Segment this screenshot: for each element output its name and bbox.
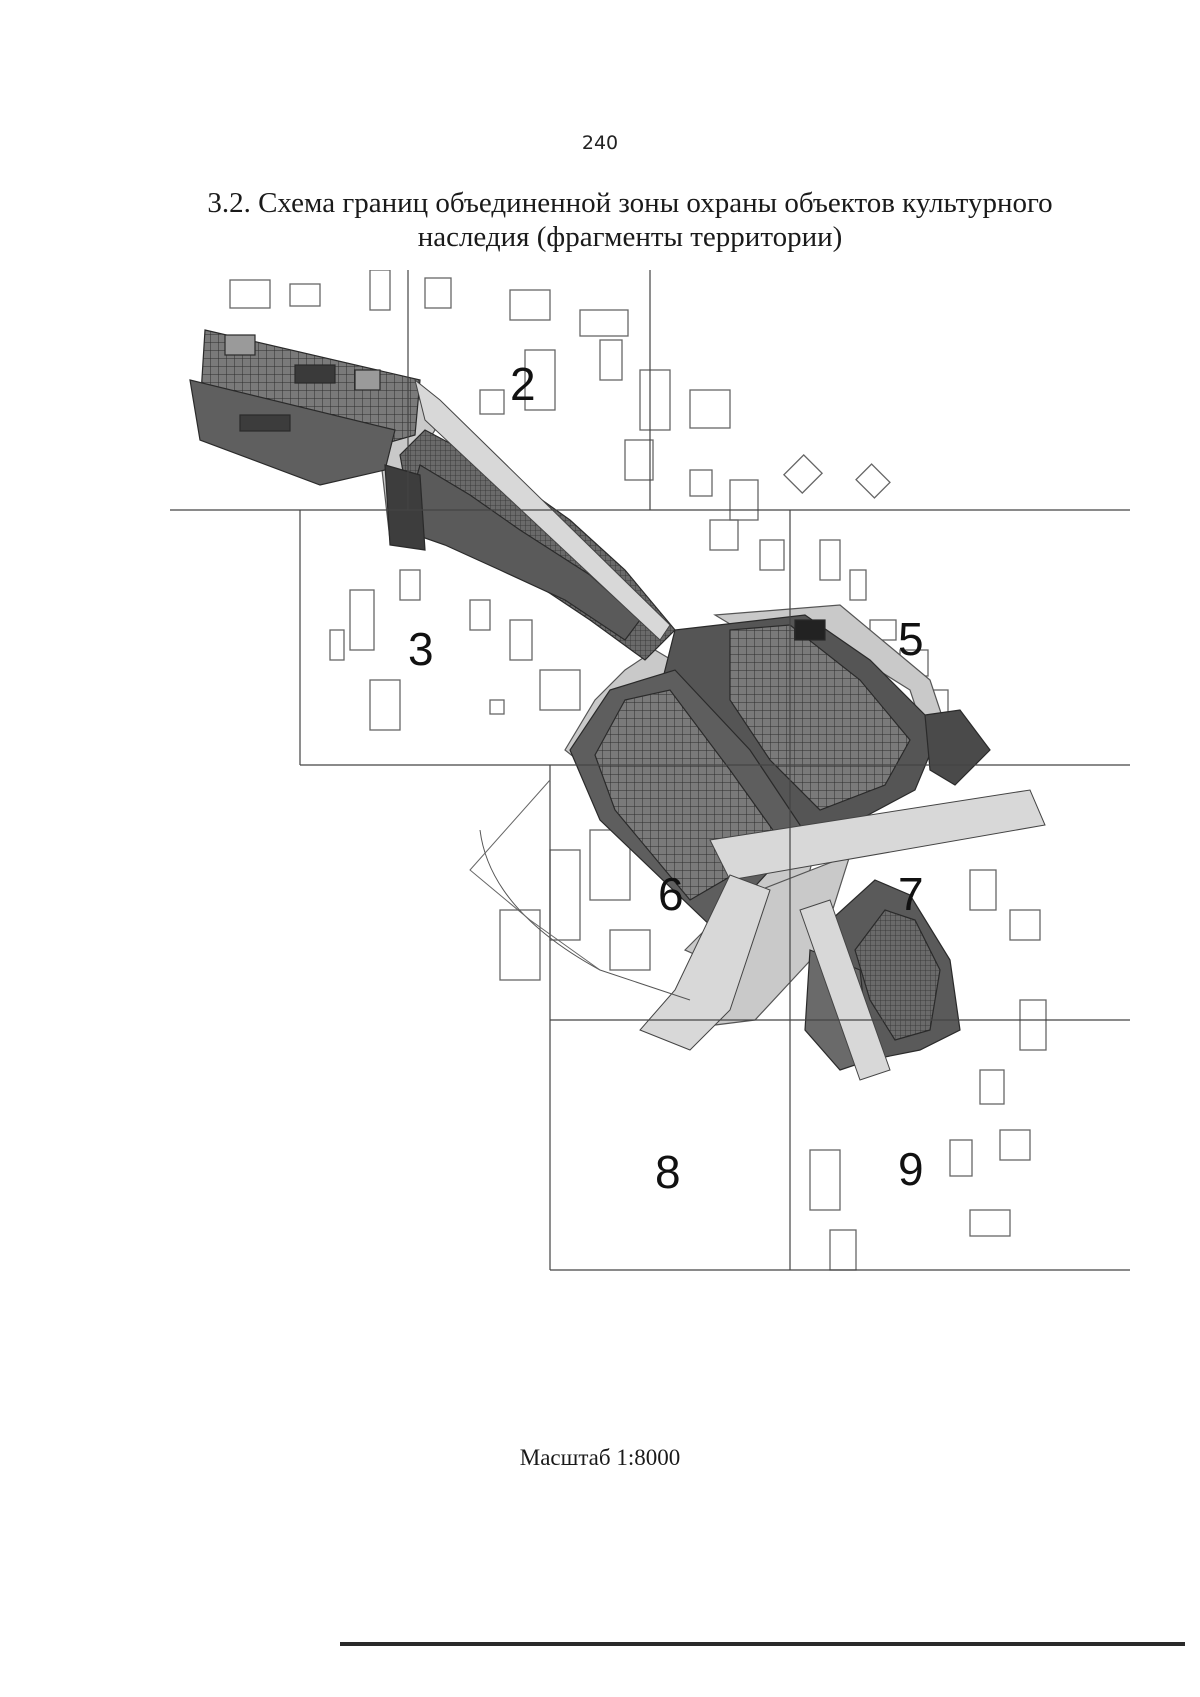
heritage-zone-map: 2 3 5 6 7 8 9 xyxy=(170,270,1130,1390)
map-drawing: 2 3 5 6 7 8 9 xyxy=(170,270,1130,1271)
page-number: 240 xyxy=(581,132,619,154)
sheet-label-5: 5 xyxy=(898,613,924,665)
boundary-curve-2 xyxy=(469,779,601,971)
boundary-curve xyxy=(479,829,691,1001)
sheet-label-7: 7 xyxy=(898,868,924,920)
map-scale: Масштаб 1:8000 xyxy=(519,1445,681,1470)
bottom-rule xyxy=(340,1642,1185,1646)
page-title-line-1: 3.2. Схема границ объединенной зоны охра… xyxy=(207,187,1053,219)
page-title: 3.2. Схема границ объединенной зоны охра… xyxy=(170,186,1090,254)
page-title-line-2: наследия (фрагменты территории) xyxy=(417,221,843,253)
sheet-grid xyxy=(170,270,1130,1271)
protected-zone xyxy=(189,329,991,1071)
context-buildings xyxy=(229,270,1047,1271)
sheet-label-9: 9 xyxy=(898,1143,924,1195)
sheet-label-2: 2 xyxy=(510,358,536,410)
sheet-label-8: 8 xyxy=(655,1146,681,1198)
sheet-label-6: 6 xyxy=(658,868,684,920)
sheet-label-3: 3 xyxy=(408,623,434,675)
sheet-labels: 2 3 5 6 7 8 9 xyxy=(408,358,924,1198)
